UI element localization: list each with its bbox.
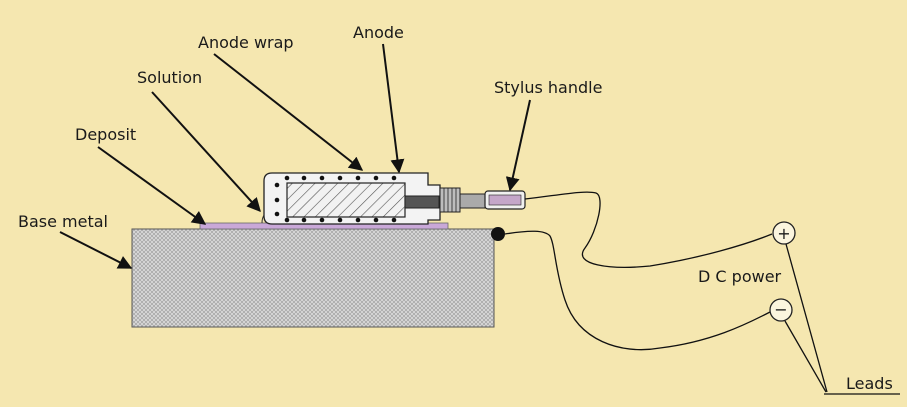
connector-ferrule	[439, 187, 461, 213]
negative-lead-wire	[504, 230, 771, 351]
lead-line-negative	[784, 320, 827, 393]
anode-wrap-arrow	[213, 53, 364, 171]
label-stylus-handle: Stylus handle	[494, 78, 602, 97]
label-anode: Anode	[353, 23, 404, 42]
solution-arrow	[151, 91, 261, 213]
label-leads: Leads	[846, 374, 893, 393]
label-deposit: Deposit	[75, 125, 136, 144]
minus-symbol: −	[774, 300, 787, 319]
deposit-arrow	[97, 146, 207, 225]
base-metal-arrow	[59, 231, 133, 269]
anode-wrap-dots	[274, 175, 418, 223]
ground-contact	[491, 227, 505, 241]
label-dc-power: D C power	[698, 267, 782, 286]
positive-lead-wire	[524, 191, 773, 268]
anode-arrow	[382, 43, 405, 174]
connector-dark	[404, 195, 440, 209]
negative-terminal	[769, 298, 793, 322]
label-base-metal: Base metal	[18, 212, 108, 231]
anode-core	[286, 182, 406, 218]
plus-symbol: +	[777, 224, 790, 243]
label-solution: Solution	[137, 68, 202, 87]
positive-terminal	[772, 221, 796, 245]
label-anode-wrap: Anode wrap	[198, 33, 294, 52]
stylus-handle-arrow	[505, 99, 531, 192]
base-metal-block	[131, 228, 495, 328]
stylus-stem	[459, 193, 486, 209]
lead-line-positive	[785, 243, 828, 393]
